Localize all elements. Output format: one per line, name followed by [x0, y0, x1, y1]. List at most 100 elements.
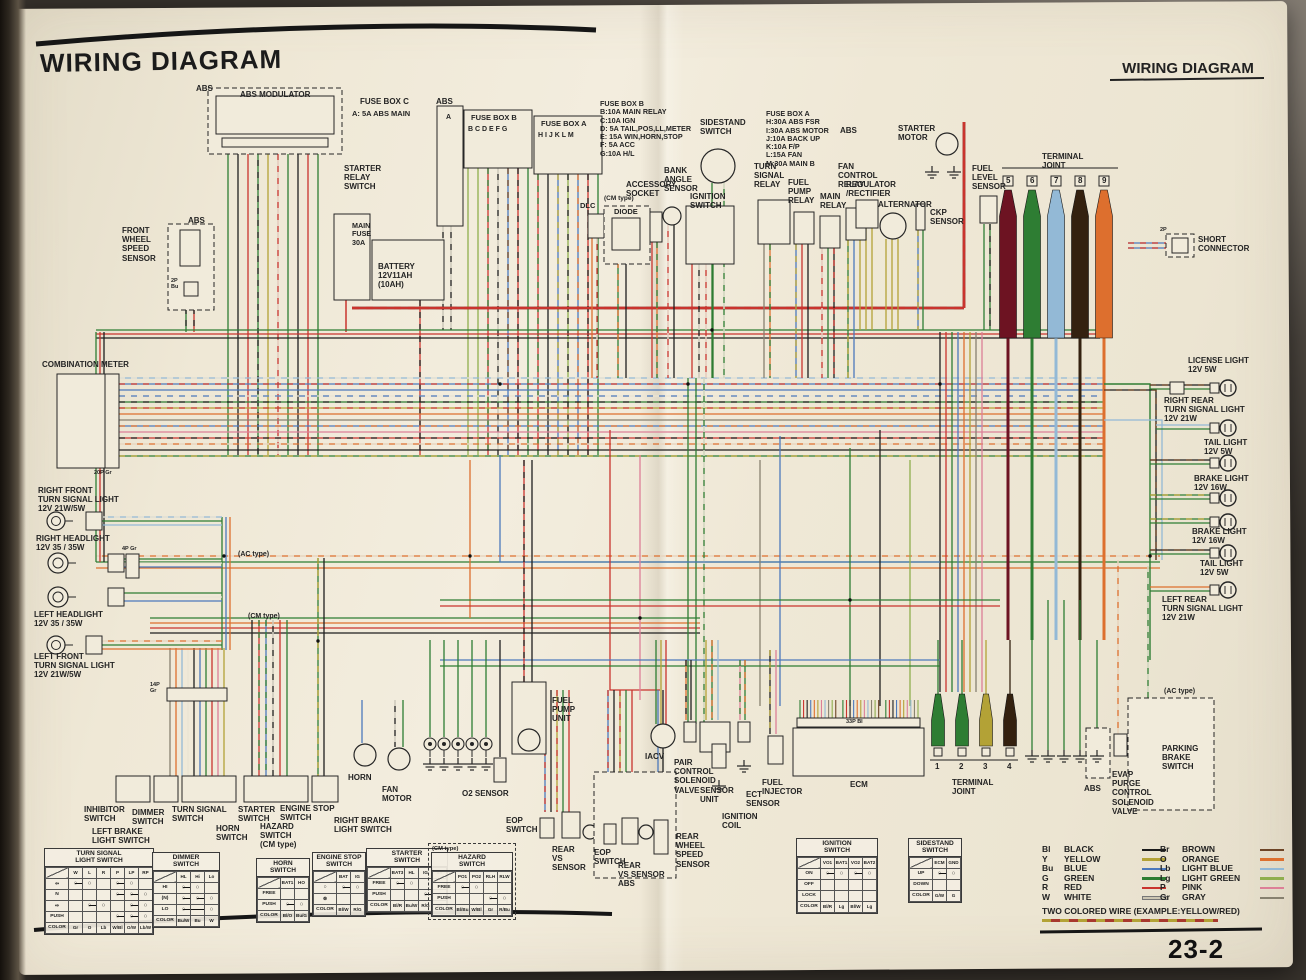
wire-color-swatch: [1142, 867, 1166, 871]
diagram-label: FUEL LEVEL SENSOR: [972, 164, 1006, 192]
diagram-label: TERMINAL JOINT: [952, 778, 994, 797]
wire-color-swatch: [1260, 896, 1284, 899]
wire-color-swatch: [1142, 858, 1166, 861]
wire-color-swatch: [1260, 886, 1284, 890]
diagram-label: (AC type): [238, 551, 270, 558]
diagram-label: ABS: [840, 126, 857, 135]
diagram-label: FUSE BOX A: [541, 119, 587, 128]
diagram-label: RIGHT HEADLIGHT 12V 35 / 35W: [36, 534, 110, 553]
diagram-label: RIGHT FRONT TURN SIGNAL LIGHT 12V 21W/5W: [38, 486, 119, 514]
diagram-label: ECM: [850, 780, 868, 789]
diagram-label: PARKING BRAKE SWITCH: [1162, 744, 1199, 772]
book-spine-shadow: [0, 0, 26, 980]
wire-color-swatch: [1142, 895, 1168, 900]
diagram-label: TERMINAL JOINT: [1042, 152, 1084, 171]
diagram-label: A: [446, 114, 452, 121]
two-colored-wire-swatch: [1042, 919, 1218, 922]
diagram-label: EVAP PURGE CONTROL SOLENOID VALVE: [1112, 770, 1154, 816]
diagram-label: FUSE BOX C: [360, 97, 409, 106]
diagram-label: 14P Gr: [150, 682, 160, 695]
wire-color-swatch: [1142, 877, 1166, 880]
table-title: ENGINE STOP SWITCH: [313, 853, 365, 871]
legend-note: TWO COLORED WIRE (EXAMPLE:YELLOW/RED): [1042, 906, 1240, 916]
diagram-label: (AC type): [1164, 688, 1196, 695]
diagram-label: HORN: [348, 773, 372, 782]
table-note: (CM type): [432, 846, 459, 852]
diagram-label: LEFT BRAKE LIGHT SWITCH: [92, 827, 150, 846]
diagram-label: BRAKE LIGHT 12V 16W: [1192, 527, 1247, 546]
diagram-label: 3: [983, 762, 988, 771]
table-title: DIMMER SWITCH: [153, 853, 219, 871]
diagram-label: SHORT CONNECTOR: [1198, 235, 1250, 254]
table-title: IGNITION SWITCH: [797, 839, 877, 857]
header-title-right: WIRING DIAGRAM: [1122, 60, 1254, 77]
diagram-label: 2P: [1160, 227, 1167, 233]
wire-color-swatch: [1260, 858, 1284, 861]
diagram-label: (CM type): [248, 613, 280, 620]
diagram-label: FUEL PUMP RELAY: [788, 178, 815, 206]
diagram-label: TURN SIGNAL RELAY: [754, 162, 785, 190]
diagram-label: EOP SWITCH: [594, 848, 626, 867]
diagram-label: REAR VS SENSOR: [618, 861, 665, 880]
page-bottom-rule-right: [1039, 927, 1263, 934]
diagram-label: TAIL LIGHT 12V 5W: [1204, 438, 1248, 457]
diagram-label: EOP SWITCH: [506, 816, 538, 835]
diagram-label: ABS: [1084, 784, 1101, 793]
diagram-label: CKP SENSOR: [930, 208, 964, 227]
diagram-label: PAIR CONTROL SOLENOID VALVE: [674, 758, 716, 795]
diagram-label: FAN CONTROL RELAY: [838, 162, 878, 190]
diagram-label: FUSE BOX A H:30A ABS FSR I:30A ABS MOTOR…: [766, 109, 829, 168]
wire-color-swatch: [1260, 877, 1284, 880]
diagram-label: COMBINATION METER: [42, 360, 129, 369]
diagram-label: LEFT REAR TURN SIGNAL LIGHT 12V 21W: [1162, 595, 1243, 623]
diagram-label: 2P Bu: [171, 278, 179, 291]
diagram-label: LEFT FRONT TURN SIGNAL LIGHT 12V 21W/5W: [34, 652, 115, 680]
wire-color-swatch: [1142, 886, 1166, 890]
diagram-label: DLC: [580, 201, 596, 210]
page-number: 23-2: [1168, 934, 1225, 964]
header-underline: [1109, 77, 1265, 81]
diagram-label: IACV: [645, 752, 665, 761]
component-symbols: [46, 87, 1237, 879]
table-title: SIDESTAND SWITCH: [909, 839, 961, 857]
diagram-label: 5: [1006, 176, 1011, 185]
diagram-label: IGNITION COIL: [722, 812, 758, 831]
diagram-label: 8: [1078, 176, 1083, 185]
diagram-label: ACCESSORY SOCKET: [626, 180, 677, 199]
diagram-label: BATTERY 12V11AH (10AH): [378, 262, 415, 290]
diagram-label: A: 5A ABS MAIN: [352, 109, 411, 118]
wire-color-swatch: [1260, 848, 1284, 851]
diagram-label: 4P Gr: [122, 546, 137, 552]
diagram-label: MAIN FUSE 30A: [352, 221, 372, 247]
diagram-label: 4: [1007, 762, 1012, 771]
diagram-label: BRAKE LIGHT 12V 16W: [1194, 474, 1249, 493]
diagram-label: RIGHT REAR TURN SIGNAL LIGHT 12V 21W: [1164, 396, 1245, 424]
diagram-label: FUEL PUMP UNIT: [552, 696, 576, 724]
diagram-label: STARTER RELAY SWITCH: [344, 164, 382, 192]
diagram-label: ENGINE STOP SWITCH: [280, 804, 335, 823]
diagram-label: ABS: [436, 97, 453, 106]
diagram-label: REAR VS SENSOR: [552, 845, 586, 873]
diagram-label: MAIN RELAY: [820, 192, 847, 211]
diagram-label: FUEL INJECTOR: [762, 778, 803, 797]
diagram-label: DIMMER SWITCH: [132, 808, 165, 827]
diagram-label: HAZARD SWITCH (CM type): [260, 822, 297, 850]
diagram-label: RIGHT BRAKE LIGHT SWITCH: [334, 816, 392, 835]
